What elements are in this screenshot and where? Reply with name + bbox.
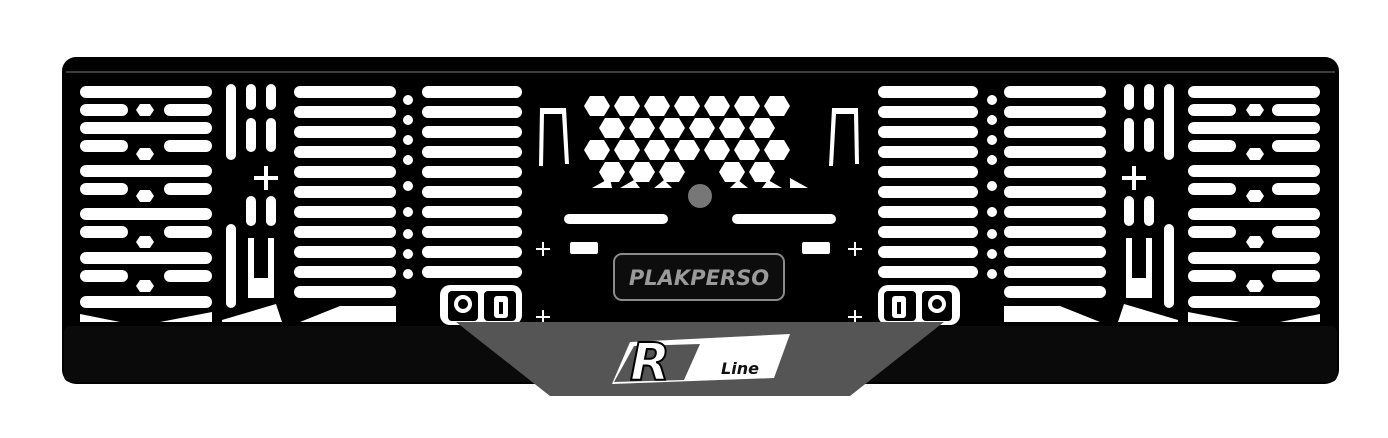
center-section <box>536 96 862 324</box>
logo-word: Line <box>721 359 759 378</box>
hexagon-grid <box>584 96 808 188</box>
brand-badge-text: PLAKPERSO <box>629 266 769 290</box>
left-column-2 <box>222 84 282 322</box>
screw-hole <box>688 184 712 208</box>
left-column-1 <box>80 86 212 322</box>
left-mount-clips <box>440 285 522 325</box>
r-line-logo: R Line <box>612 332 790 394</box>
frame-body <box>62 57 1339 384</box>
left-column-4 <box>422 86 522 278</box>
brand-badge: PLAKPERSO <box>613 253 785 301</box>
left-cutout-pattern <box>80 84 522 325</box>
left-column-3 <box>294 86 413 322</box>
logo-mark: R <box>630 333 670 393</box>
